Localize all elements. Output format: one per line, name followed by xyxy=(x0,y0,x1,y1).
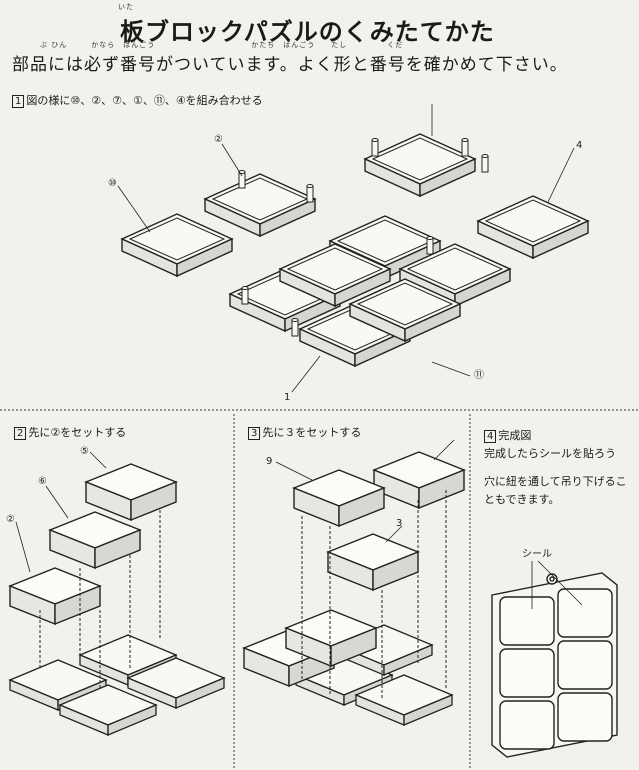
step-3-diagram: 8 9 3 xyxy=(243,440,465,726)
piece-4 xyxy=(477,195,589,259)
block-6 xyxy=(49,511,141,569)
intro-ruby: ぶ ひん かなら ばんごう かたち ばんごう たし くだ xyxy=(40,41,404,49)
label-9: 9 xyxy=(266,456,272,467)
step-2-diagram: ⑤ ⑥ ② xyxy=(6,446,225,736)
step-2-text: 先に②をセットする xyxy=(28,426,127,439)
step-4-line-1: 完成したらシールを貼ろう xyxy=(484,447,616,460)
finished-puzzle xyxy=(491,572,618,758)
step-4-text: 完成図 xyxy=(498,429,532,442)
label-11: ⑪ xyxy=(474,369,484,381)
block-9 xyxy=(293,469,385,527)
label-3: 3 xyxy=(396,518,402,529)
step-3-text: 先に３をセットする xyxy=(262,426,362,439)
label-10: ⑩ xyxy=(108,178,117,189)
title-area: いた 板ブロックパズルのくみたてかた xyxy=(0,0,639,46)
step-4-body: 完成したらシールを貼ろう 穴に紐を通して吊り下げることもできます。 xyxy=(484,445,634,519)
block-2 xyxy=(9,567,101,625)
block-3 xyxy=(327,533,419,591)
label-1: 1 xyxy=(284,392,290,403)
block-8 xyxy=(373,451,465,509)
label-2b: ② xyxy=(6,514,15,525)
step3-base xyxy=(243,609,453,726)
label-seal: シール xyxy=(522,549,552,560)
step-1-number: 1 xyxy=(12,95,25,108)
intro-text: 部品には必ず番号がついています。よく形と番号を確かめて下さい。 xyxy=(12,55,568,75)
title-ruby: いた xyxy=(118,3,134,11)
label-6: ⑥ xyxy=(38,476,47,487)
piece-7 xyxy=(364,133,489,197)
piece-2 xyxy=(204,170,316,237)
label-2: ② xyxy=(214,134,223,145)
label-4: 4 xyxy=(576,140,582,151)
label-5: ⑤ xyxy=(80,446,89,457)
step-1-diagram: ⑦ ② 4 ⑩ ⑪ 1 xyxy=(108,104,589,403)
piece-10 xyxy=(121,213,233,277)
step-1-text: 図の様に⑩、②、⑦、①、⑪、④を組み合わせる xyxy=(26,94,263,107)
step-4-line-2: 穴に紐を通して吊り下げることもできます。 xyxy=(484,475,627,506)
step-4-number: 4 xyxy=(484,430,497,443)
block-5 xyxy=(85,463,177,521)
step-3-number: 3 xyxy=(248,427,261,440)
page-title: 板ブロックパズルのくみたてかた xyxy=(120,18,495,46)
step-2-number: 2 xyxy=(14,427,27,440)
step2-base xyxy=(9,634,225,736)
step-4-diagram: シール xyxy=(491,549,618,758)
